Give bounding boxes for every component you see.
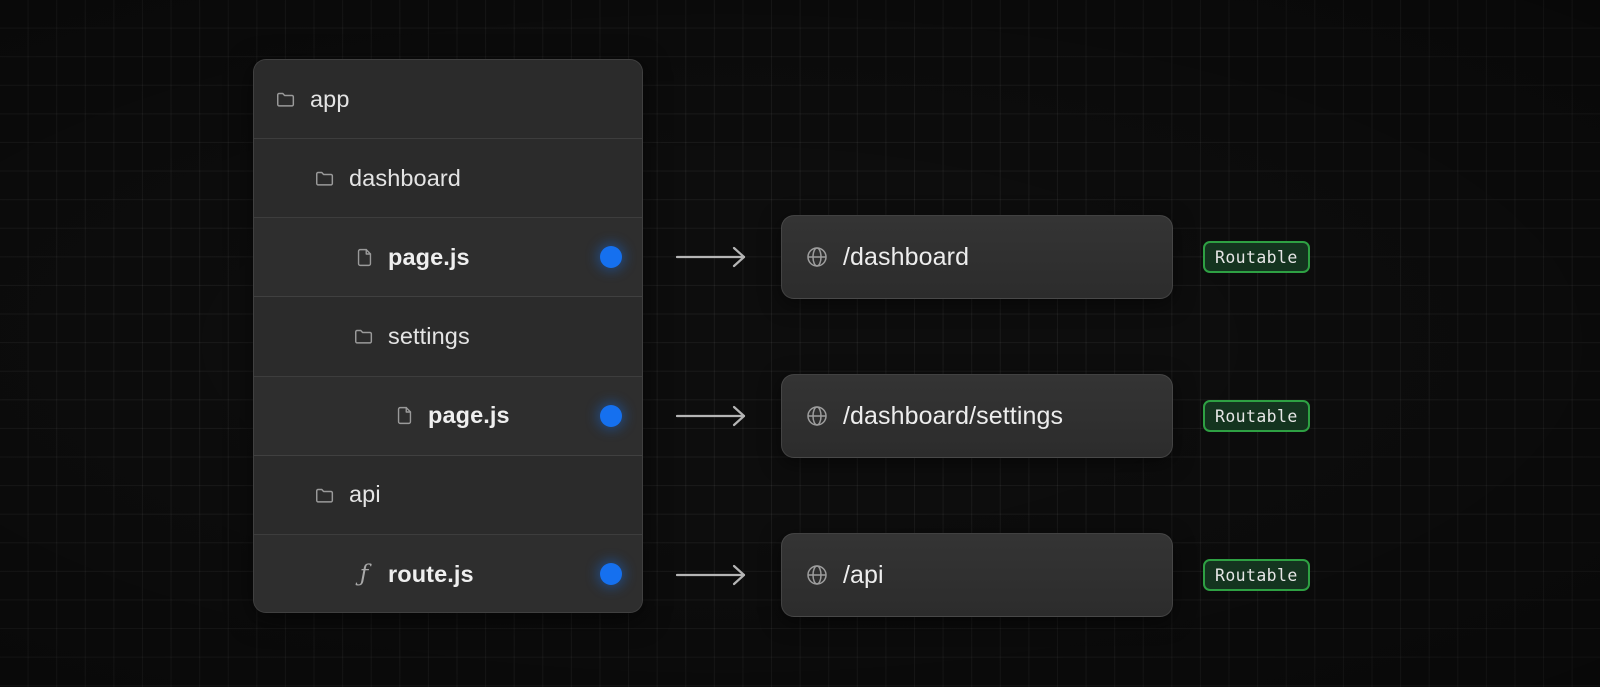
globe-icon [805,245,829,269]
folder-icon [353,325,375,347]
file-tree-card: app dashboard page.js settings pa [253,59,643,613]
tree-row-label: settings [388,322,470,349]
file-icon [393,405,415,427]
route-path-label: /dashboard/settings [843,401,1064,430]
routable-indicator-dot [600,404,622,427]
globe-icon [805,563,829,587]
tree-row-label: route.js [388,560,474,587]
tree-row[interactable]: app [254,60,642,140]
tree-row-label: dashboard [349,164,461,191]
route-box[interactable]: /dashboard/settings [781,374,1173,458]
status-badge: Routable [1203,241,1310,273]
globe-icon [805,404,829,428]
tree-row[interactable]: api [254,455,642,535]
tree-row-label: page.js [428,402,510,429]
tree-row-label: app [310,85,350,112]
routable-indicator-dot [600,246,622,269]
tree-row[interactable]: ƒ route.js [254,534,642,612]
long-right-arrow-icon [676,245,748,269]
file-icon [353,246,375,268]
status-badge: Routable [1203,559,1310,591]
route-box[interactable]: /dashboard [781,215,1173,299]
route-box[interactable]: /api [781,533,1173,617]
tree-row[interactable]: page.js [254,376,642,456]
tree-row[interactable]: settings [254,297,642,377]
tree-row[interactable]: dashboard [254,139,642,219]
route-path-label: /dashboard [843,242,970,271]
status-badge: Routable [1203,400,1310,432]
long-right-arrow-icon [676,563,748,587]
folder-icon [275,88,297,110]
tree-row[interactable]: page.js [254,218,642,298]
routable-indicator-dot [600,563,622,586]
tree-row-label: page.js [388,243,470,270]
route-path-label: /api [843,560,884,589]
folder-icon [314,484,336,506]
function-icon: ƒ [359,560,369,587]
folder-icon [314,167,336,189]
tree-row-label: api [349,481,381,508]
long-right-arrow-icon [676,404,748,428]
